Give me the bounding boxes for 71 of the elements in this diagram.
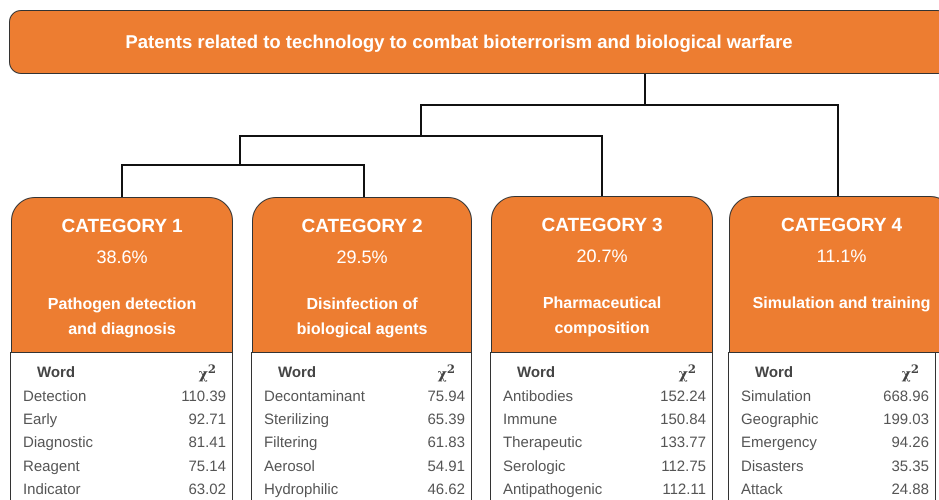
chi-square-value: 75.14: [188, 458, 226, 475]
word-label: Detection: [23, 388, 86, 405]
chi-square-value: 199.03: [883, 410, 929, 428]
chi-square-value: 24.88: [891, 481, 929, 498]
column-header: χ$^{2}$: [438, 362, 455, 384]
chi-square-value: 112.11: [662, 481, 706, 498]
chi-square-value: 75.94: [427, 388, 465, 405]
column-header: Word: [278, 364, 316, 382]
word-label: Disasters: [741, 458, 804, 475]
category-heading: CATEGORY 4: [780, 215, 904, 237]
category-percentage: 38.6%: [95, 247, 149, 268]
word-label: Serologic: [503, 458, 566, 475]
chi-square-value: 81.41: [188, 434, 226, 452]
chi-square-value: 94.26: [891, 434, 929, 452]
column-header: Word: [517, 364, 556, 382]
chi-square-value: 54.91: [427, 458, 465, 475]
category-description: Pathogen detection and diagnosis: [46, 295, 198, 340]
category-box: [491, 196, 713, 353]
word-table: [10, 352, 233, 500]
category-description: Simulation and training: [752, 294, 931, 314]
column-header: χ$^{2}$: [678, 362, 696, 384]
category-box: [252, 197, 472, 353]
word-table: [490, 352, 713, 500]
word-table: [251, 352, 472, 500]
word-label: Filtering: [264, 434, 318, 452]
word-label: Aerosol: [264, 458, 315, 475]
word-label: Therapeutic: [503, 434, 582, 452]
column-header: Word: [755, 364, 794, 382]
chi-square-value: 112.75: [661, 458, 706, 475]
column-header: χ$^{2}$: [198, 362, 216, 384]
word-label: Emergency: [741, 434, 817, 452]
word-label: Antibodies: [503, 388, 574, 405]
chi-square-value: 92.71: [188, 410, 226, 428]
title-box: [9, 10, 939, 74]
word-label: Diagnostic: [23, 434, 94, 452]
category-percentage: 11.1%: [816, 246, 868, 267]
word-label: Attack: [741, 481, 783, 498]
category-percentage: 20.7%: [575, 246, 629, 267]
column-header: χ$^{2}$: [902, 362, 919, 384]
chi-square-value: 61.83: [427, 434, 465, 452]
chi-square-value: 150.84: [660, 410, 706, 428]
chi-square-value: 46.62: [427, 481, 465, 498]
category-percentage: 29.5%: [335, 247, 389, 268]
chi-square-value: 63.02: [188, 481, 226, 498]
category-description: Pharmaceutical composition: [542, 294, 662, 339]
category-box: [11, 197, 233, 353]
column-header: Word: [37, 364, 76, 382]
node-label: Patents related to technology to combat bioterrorism and biological warfare: [125, 31, 793, 53]
word-label: Reagent: [23, 458, 80, 475]
chi-square-value: 152.24: [660, 388, 706, 405]
word-label: Geographic: [741, 410, 819, 428]
category-heading: CATEGORY 3: [540, 215, 664, 237]
chi-square-value: 35.35: [891, 458, 929, 475]
word-table: [728, 352, 936, 500]
word-label: Hydrophilic: [264, 481, 338, 498]
word-label: Antipathogenic: [503, 481, 602, 498]
chi-square-value: 133.77: [660, 434, 706, 452]
chi-square-value: 668.96: [883, 388, 929, 405]
word-label: Decontaminant: [264, 388, 365, 405]
tree-connector: [644, 74, 839, 196]
category-box: [729, 196, 939, 353]
word-label: Indicator: [23, 481, 81, 498]
word-label: Sterilizing: [264, 410, 330, 428]
chi-square-value: 65.39: [427, 410, 465, 428]
category-heading: CATEGORY 1: [60, 216, 184, 238]
chi-square-value: 110.39: [181, 388, 226, 405]
word-label: Immune: [503, 410, 558, 428]
category-description: Disinfection of biological agents: [296, 295, 428, 340]
category-heading: CATEGORY 2: [300, 216, 424, 238]
word-label: Early: [23, 410, 58, 428]
word-label: Simulation: [741, 388, 812, 405]
